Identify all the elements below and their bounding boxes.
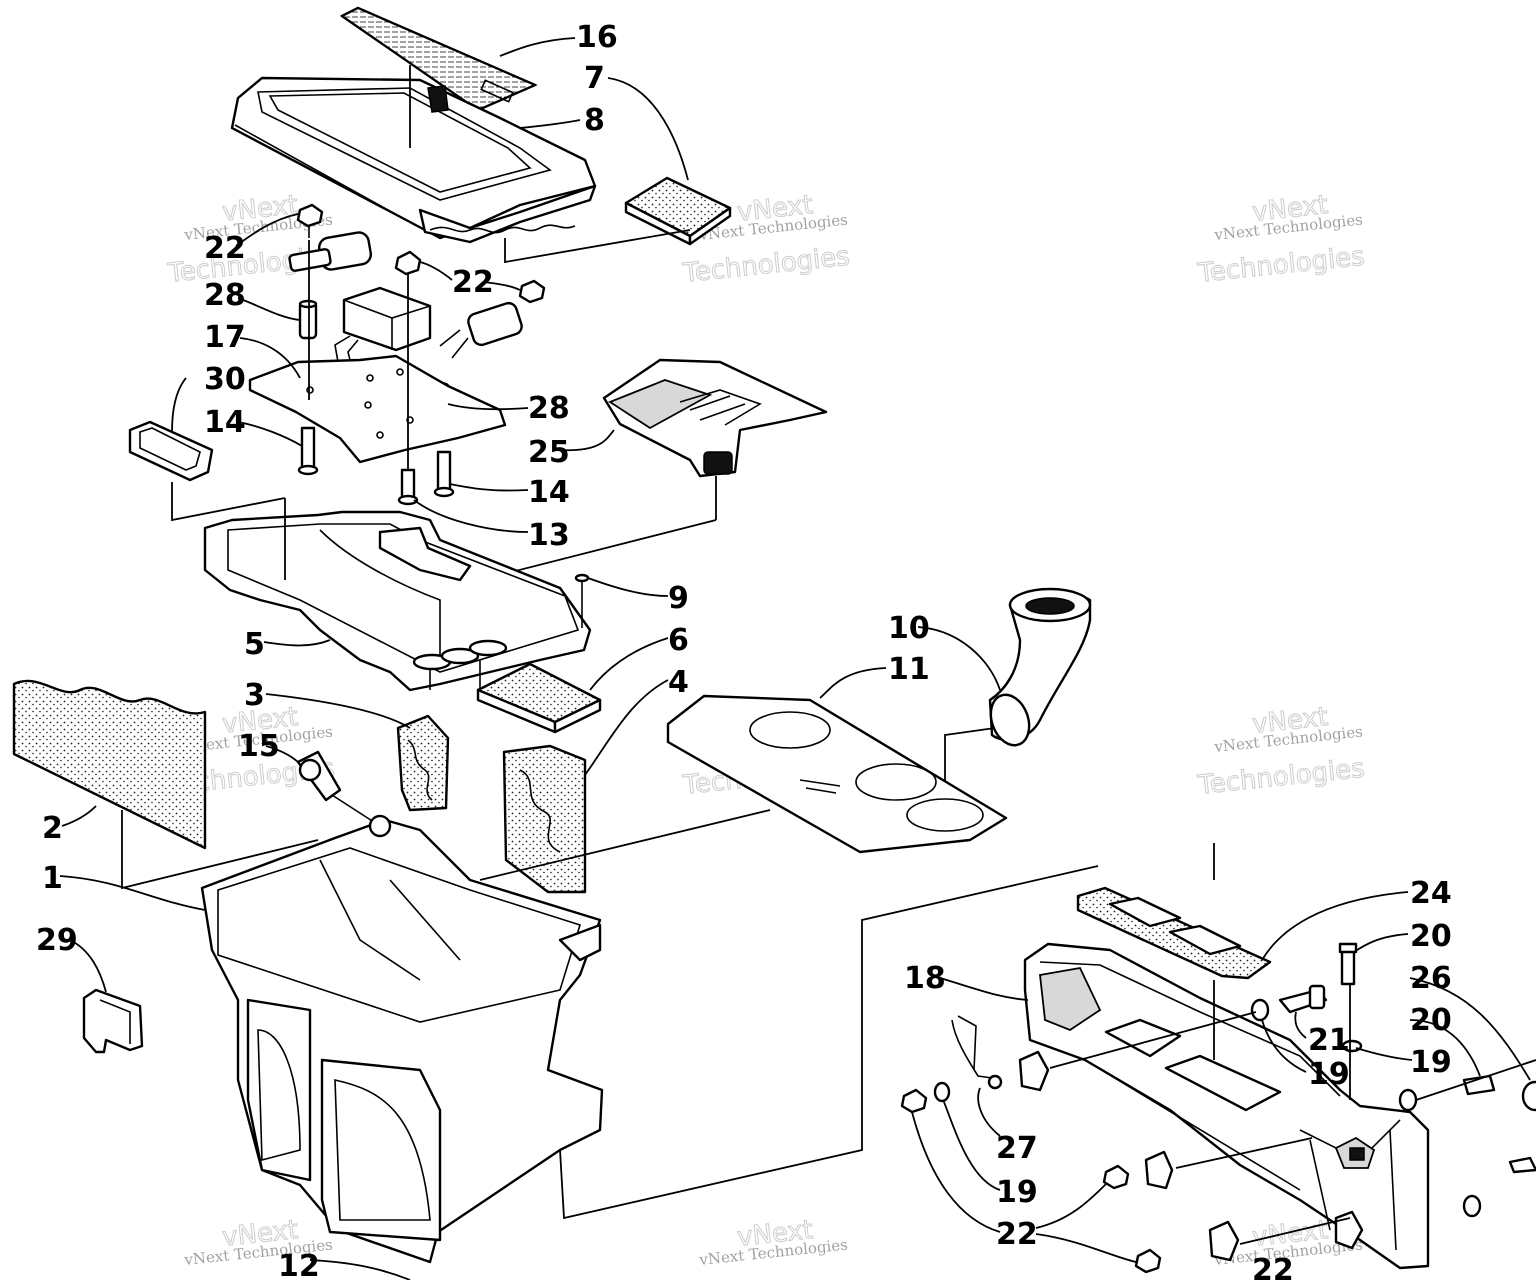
part-25-duct (602, 358, 828, 478)
callout-labels: 16 7 8 22 22 28 17 30 14 28 25 14 13 9 1… (36, 20, 1452, 1285)
callout-27: 27 (996, 1131, 1038, 1166)
callout-2: 2 (42, 811, 63, 846)
callout-17: 17 (204, 320, 246, 355)
leader-airbox-duct-frame (559, 865, 1099, 1220)
callout-13: 13 (528, 518, 570, 553)
part-7-filter (624, 176, 732, 246)
svg-text:Technologies: Technologies (1196, 242, 1366, 289)
callout-22-a: 22 (204, 231, 246, 266)
callout-20-b: 20 (1410, 1003, 1452, 1038)
svg-text:Technologies: Technologies (681, 242, 851, 289)
watermark-3: vNext Technologies vNext Technologies (1195, 190, 1366, 290)
leader-hw-top (1049, 1011, 1257, 1069)
callout-16: 16 (576, 20, 618, 55)
callout-21: 21 (1308, 1023, 1350, 1058)
watermark-8: vNext Technologies vNext (698, 1215, 849, 1269)
callout-10: 10 (888, 611, 930, 646)
callout-3: 3 (244, 678, 265, 713)
leader-hw-right (1415, 1059, 1536, 1101)
screws-14-13 (297, 426, 455, 506)
callout-1: 1 (42, 861, 63, 896)
part-10-elbow (988, 587, 1092, 747)
callout-5: 5 (244, 627, 265, 662)
callout-14-b: 14 (528, 475, 570, 510)
callout-9: 9 (668, 581, 689, 616)
part-3-filter (396, 714, 450, 812)
part-17-plate (248, 354, 507, 464)
callout-11: 11 (888, 652, 930, 687)
part-30-grommet (128, 420, 214, 482)
callout-22-b: 22 (452, 265, 494, 300)
svg-text:Technologies: Technologies (1196, 754, 1366, 801)
watermark-6: vNext Technologies vNext Technologies (1195, 702, 1366, 802)
callout-28-a: 28 (204, 278, 246, 313)
part-1-lower-airbox (200, 814, 604, 1264)
callout-28-b: 28 (528, 391, 570, 426)
leader-30-drop (171, 482, 286, 522)
callout-24: 24 (1410, 876, 1452, 911)
callout-19-c: 19 (996, 1175, 1038, 1210)
part-18-duct-assembly (1023, 942, 1430, 1270)
part-cover-lid (230, 76, 597, 244)
part-9-screw (574, 573, 590, 628)
part-11-gasket (666, 694, 1008, 854)
callout-25: 25 (528, 435, 570, 470)
callout-18: 18 (904, 961, 946, 996)
leader-25-connect (479, 519, 717, 581)
callout-26: 26 (1410, 961, 1452, 996)
part-2-filter (12, 679, 207, 850)
leader-7-cover (504, 229, 691, 264)
callout-7: 7 (584, 61, 605, 96)
part-capacitor (288, 231, 373, 272)
watermark-2: vNext Technologies vNext Technologies (680, 190, 851, 290)
leader-hw-mid (1175, 1137, 1313, 1169)
part-4-filter (502, 744, 587, 894)
callout-20-a: 20 (1410, 919, 1452, 954)
hardware-right (900, 942, 1536, 1274)
part-5-upper-airbox (203, 510, 592, 692)
part-relay (439, 301, 523, 359)
leader-hw-low (1239, 1217, 1351, 1245)
part-16-decal (339, 6, 538, 112)
callout-6: 6 (668, 623, 689, 658)
callout-4: 4 (668, 665, 689, 700)
callout-22-c: 22 (996, 1217, 1038, 1252)
leader-12 (309, 1259, 411, 1281)
part-6-filter (476, 662, 602, 734)
part-electrical-box (334, 286, 432, 369)
callout-14-a: 14 (204, 405, 246, 440)
leader-airbox-gasket (479, 809, 771, 881)
callout-leaders (59, 37, 1531, 1263)
part-24-gasket (1076, 886, 1272, 980)
callout-22-d: 22 (1252, 1253, 1294, 1280)
callout-29: 29 (36, 923, 78, 958)
watermark-1: vNext Technologies vNext Technologies (165, 190, 336, 290)
callout-15: 15 (238, 729, 280, 764)
callout-19-b: 19 (1308, 1057, 1350, 1092)
callout-12: 12 (278, 1249, 320, 1280)
part-29-clip (82, 988, 144, 1054)
part-15-fitting (296, 750, 381, 827)
callout-30: 30 (204, 362, 246, 397)
callout-19-a: 19 (1410, 1045, 1452, 1080)
callout-8: 8 (584, 103, 605, 138)
parts (12, 6, 1536, 1281)
